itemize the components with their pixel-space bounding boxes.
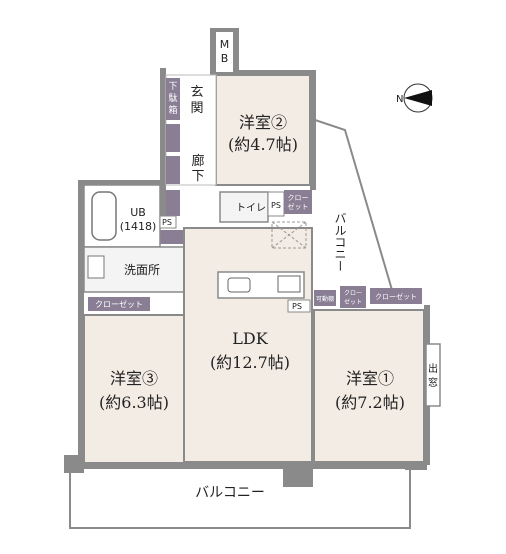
room-western-2-name: 洋室② [239,113,287,132]
storage-near-toilet: PS クロー ゼット [267,190,312,217]
corridor-label-2: 下 [191,169,204,184]
balcony-side [314,119,393,291]
room-western-3-name: 洋室③ [110,369,158,388]
svg-text:可動棚: 可動棚 [316,295,334,303]
bay-window: 出 窓 [425,343,441,407]
washroom-label: 洗面所 [124,263,160,277]
balcony-bottom-label: バルコニー [195,485,265,501]
bath-size: (1418) [120,220,157,233]
toilet-label: トイレ [236,203,266,214]
svg-text:N: N [396,94,403,105]
bathroom: UB (1418) PS [83,184,177,248]
svg-text:クローゼット: クローゼット [95,299,143,309]
room-western-1-size: (約7.2帖) [335,393,405,412]
svg-text:箱: 箱 [168,104,177,116]
entrance-label-2: 関 [190,101,203,116]
svg-text:窓: 窓 [428,376,438,389]
room-western-1-name: 洋室① [346,369,394,388]
svg-text:PS: PS [271,201,281,210]
svg-text:クロー: クロー [344,290,362,297]
washroom: 洗面所 [83,246,185,293]
closets-room-1: 可動棚 クロー ゼット クローゼット [314,286,422,308]
room-western-3: 洋室③ (約6.3帖) [83,314,185,464]
svg-text:下: 下 [168,82,177,92]
ldk-size: (約12.7帖) [210,353,290,372]
toilet: トイレ [219,191,269,223]
svg-text:PS: PS [162,218,172,227]
entrance-label-1: 玄 [190,85,203,100]
north-arrow-icon: N [396,83,433,113]
room-ldk: PS LDK (約12.7帖) [183,221,313,463]
svg-text:ゼット: ゼット [344,298,362,306]
shoe-box: 下 駄 箱 [166,78,180,120]
svg-text:クロー: クロー [288,194,309,202]
svg-text:出: 出 [428,362,438,375]
balcony-bottom [69,466,411,529]
svg-text:ゼット: ゼット [288,202,309,211]
svg-text:駄: 駄 [168,92,177,104]
svg-text:クローゼット: クローゼット [375,292,417,301]
room-western-2-size: (約4.7帖) [228,135,298,154]
room-western-2: 洋室② (約4.7帖) [215,74,311,186]
closet-room-3: クローゼット [88,297,150,311]
room-western-1: 洋室① (約7.2帖) [313,309,425,463]
bath-name: UB [130,206,146,219]
corridor-label-1: 廊 [191,153,204,169]
room-western-3-size: (約6.3帖) [99,393,169,412]
ldk-name: LDK [232,329,268,348]
balcony-side-label: バルコニー [333,212,347,272]
svg-text:PS: PS [292,302,302,311]
movable-shelves [160,124,184,244]
